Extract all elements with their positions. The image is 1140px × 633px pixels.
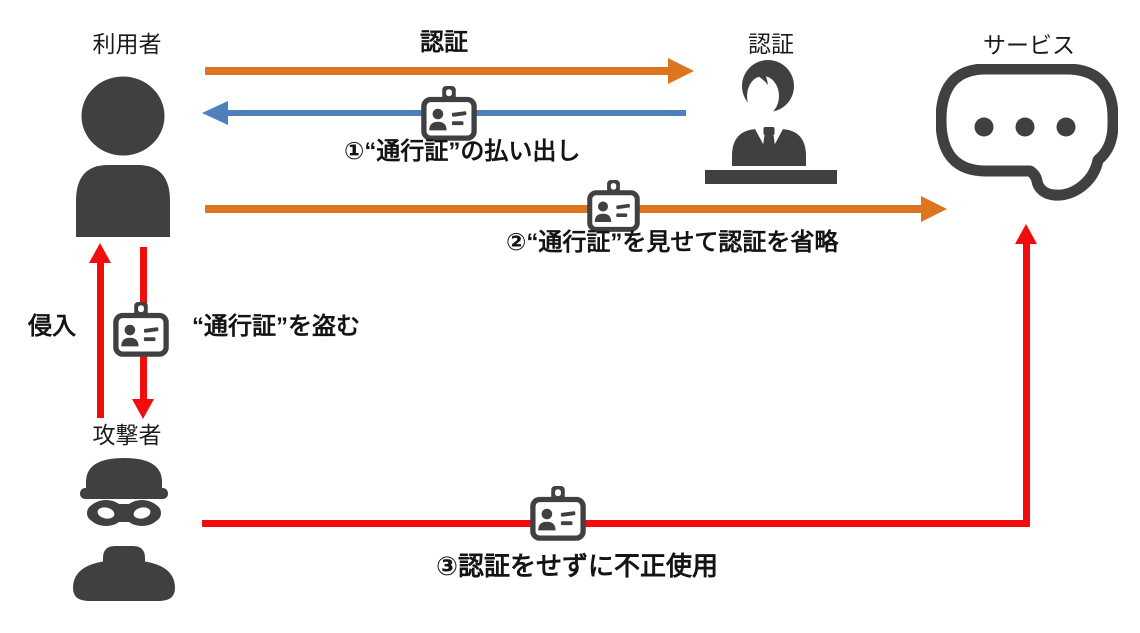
issue-pass-label: ①“通行証”の払い出し bbox=[344, 138, 581, 165]
show-pass-label: ②“通行証”を見せて認証を省略 bbox=[506, 229, 839, 256]
id-badge-icon bbox=[529, 486, 587, 542]
id-badge-icon bbox=[586, 180, 641, 233]
intrusion-label: 侵入 bbox=[28, 313, 76, 340]
authenticator-label: 認証 bbox=[748, 31, 794, 57]
arrow-head-down bbox=[132, 399, 154, 419]
id-badge-icon bbox=[420, 86, 478, 142]
arrow-line-vertical bbox=[1023, 244, 1030, 527]
thief-icon bbox=[73, 458, 175, 601]
user-label: 利用者 bbox=[92, 31, 162, 57]
misuse-label: ③認証をせずに不正使用 bbox=[436, 551, 719, 581]
arrow-head-up bbox=[89, 243, 111, 263]
chat-bubble-icon bbox=[936, 64, 1118, 201]
arrow-head-up bbox=[1015, 224, 1037, 244]
arrow-line-horizontal bbox=[202, 520, 1030, 527]
steal-pass-label: “通行証”を盗む bbox=[192, 313, 360, 340]
arrow-line bbox=[205, 205, 923, 213]
arrow-head-right bbox=[921, 196, 947, 222]
auth-arrow-label: 認証 bbox=[420, 29, 468, 56]
id-badge-icon bbox=[112, 302, 170, 358]
arrow-line bbox=[205, 67, 671, 75]
attacker-label: 攻撃者 bbox=[92, 422, 162, 448]
arrow-head-left bbox=[202, 101, 228, 125]
service-label: サービス bbox=[983, 32, 1075, 58]
person-icon bbox=[76, 76, 170, 237]
receptionist-desk-icon bbox=[705, 60, 837, 184]
arrow-head-right bbox=[668, 58, 694, 84]
arrow-line bbox=[97, 263, 104, 418]
